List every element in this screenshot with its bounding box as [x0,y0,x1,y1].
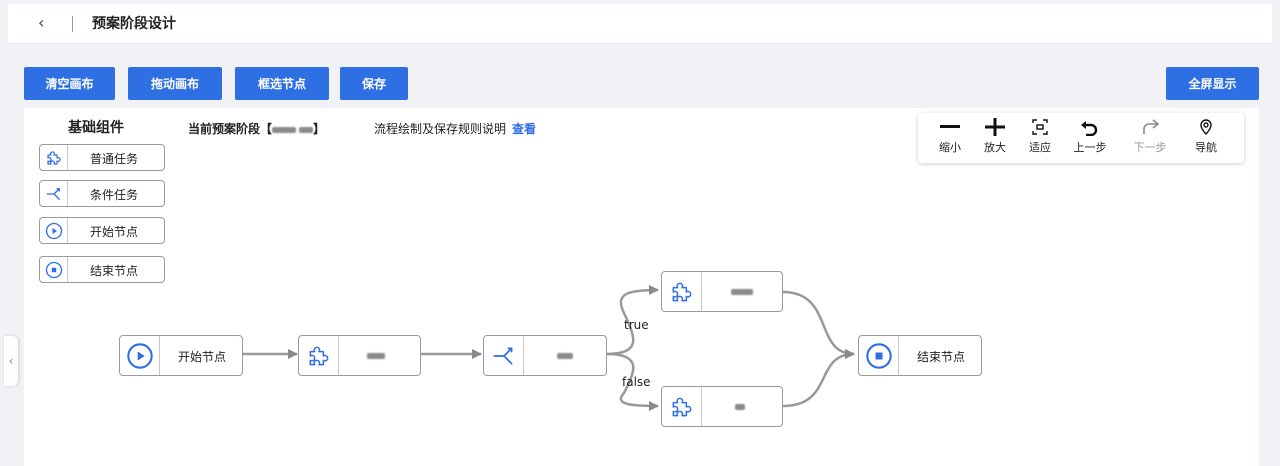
rules-view-link[interactable]: 查看 [512,122,537,136]
edge-label-false: false [622,375,651,389]
flow-node-task[interactable] [298,335,421,376]
redo-button[interactable]: 下一步 [1130,118,1170,155]
plus-icon [985,118,1005,136]
undo-button[interactable]: 上一步 [1070,118,1110,155]
zoom-in-label: 放大 [984,141,1006,154]
flow-node-end[interactable]: 结束节点 [858,335,982,376]
branch-icon [484,336,524,375]
redo-label: 下一步 [1133,141,1167,154]
rules-description: 流程绘制及保存规则说明查看 [374,120,536,137]
puzzle-icon [662,272,702,311]
redacted-text [299,127,314,133]
back-icon[interactable]: ‹ [38,13,45,32]
redacted-text [731,289,753,295]
drag-canvas-button[interactable]: 拖动画布 [128,67,222,100]
component-end-node[interactable]: 结束节点 [39,256,165,283]
component-label: 开始节点 [90,225,139,239]
component-label: 普通任务 [90,152,139,166]
play-circle-icon [120,336,160,375]
navigate-label: 导航 [1195,141,1217,154]
puzzle-icon [40,145,68,170]
flow-node-start[interactable]: 开始节点 [119,335,243,376]
puzzle-icon [299,336,339,375]
redacted-text [367,353,385,359]
flow-node-true-task[interactable] [661,271,783,312]
zoom-out-button[interactable]: 缩小 [930,118,970,155]
save-button[interactable]: 保存 [340,67,408,100]
fit-screen-icon [1032,119,1048,135]
current-stage: 当前预案阶段【 】 [188,120,325,137]
flow-edges [243,285,855,411]
stop-circle-icon [40,257,68,282]
navigate-button[interactable]: 导航 [1186,118,1226,155]
redacted-text [735,404,745,410]
header-bar: ‹ 预案阶段设计 [8,4,1272,44]
zoom-in-button[interactable]: 放大 [975,118,1015,155]
component-normal-task[interactable]: 普通任务 [39,144,165,171]
fit-view-button[interactable]: 适应 [1020,118,1060,155]
redo-icon [1143,119,1160,134]
undo-icon [1081,121,1098,136]
branch-icon [40,181,68,206]
page-title: 预案阶段设计 [92,16,176,32]
zoom-out-label: 缩小 [939,141,961,154]
flow-node-condition[interactable] [483,335,607,376]
undo-label: 上一步 [1073,141,1107,154]
redacted-text [272,127,297,133]
node-label: 结束节点 [917,350,966,364]
component-label: 结束节点 [90,264,139,278]
fit-view-label: 适应 [1029,141,1051,154]
edge-false-to-end [782,349,855,408]
edge-condition-true [606,285,659,356]
component-condition-task[interactable]: 条件任务 [39,180,165,207]
fullscreen-button[interactable]: 全屏显示 [1166,67,1259,100]
rules-label: 流程绘制及保存规则说明 [374,122,507,136]
flow-node-false-task[interactable] [661,386,783,427]
location-pin-icon [1200,119,1212,135]
edge-lines [243,285,855,411]
component-panel-title: 基础组件 [68,120,124,136]
stage-suffix: 】 [313,122,326,136]
redacted-text [557,353,573,359]
select-nodes-button[interactable]: 框选节点 [235,67,329,100]
edge-condition-false [606,352,659,411]
zoom-toolbar: 缩小 放大 适应 上一步 下一步 导航 [918,113,1244,163]
edge-true-to-end [782,290,855,359]
clear-canvas-button[interactable]: 清空画布 [24,67,115,100]
node-label: 开始节点 [178,350,227,364]
minus-icon [940,125,960,128]
puzzle-icon [662,387,702,426]
play-circle-icon [40,218,68,243]
component-start-node[interactable]: 开始节点 [39,217,165,244]
header-divider [72,16,73,32]
stage-prefix: 当前预案阶段【 [188,122,273,136]
edge-label-true: true [624,318,649,332]
flow-canvas[interactable]: 基础组件 普通任务 条件任务 开始节点 结束节点 当前预案阶段【 】 流程绘制及保… [24,108,1259,466]
component-label: 条件任务 [90,188,139,202]
stop-circle-icon [859,336,899,375]
panel-collapse-toggle[interactable]: ‹ [4,336,18,386]
